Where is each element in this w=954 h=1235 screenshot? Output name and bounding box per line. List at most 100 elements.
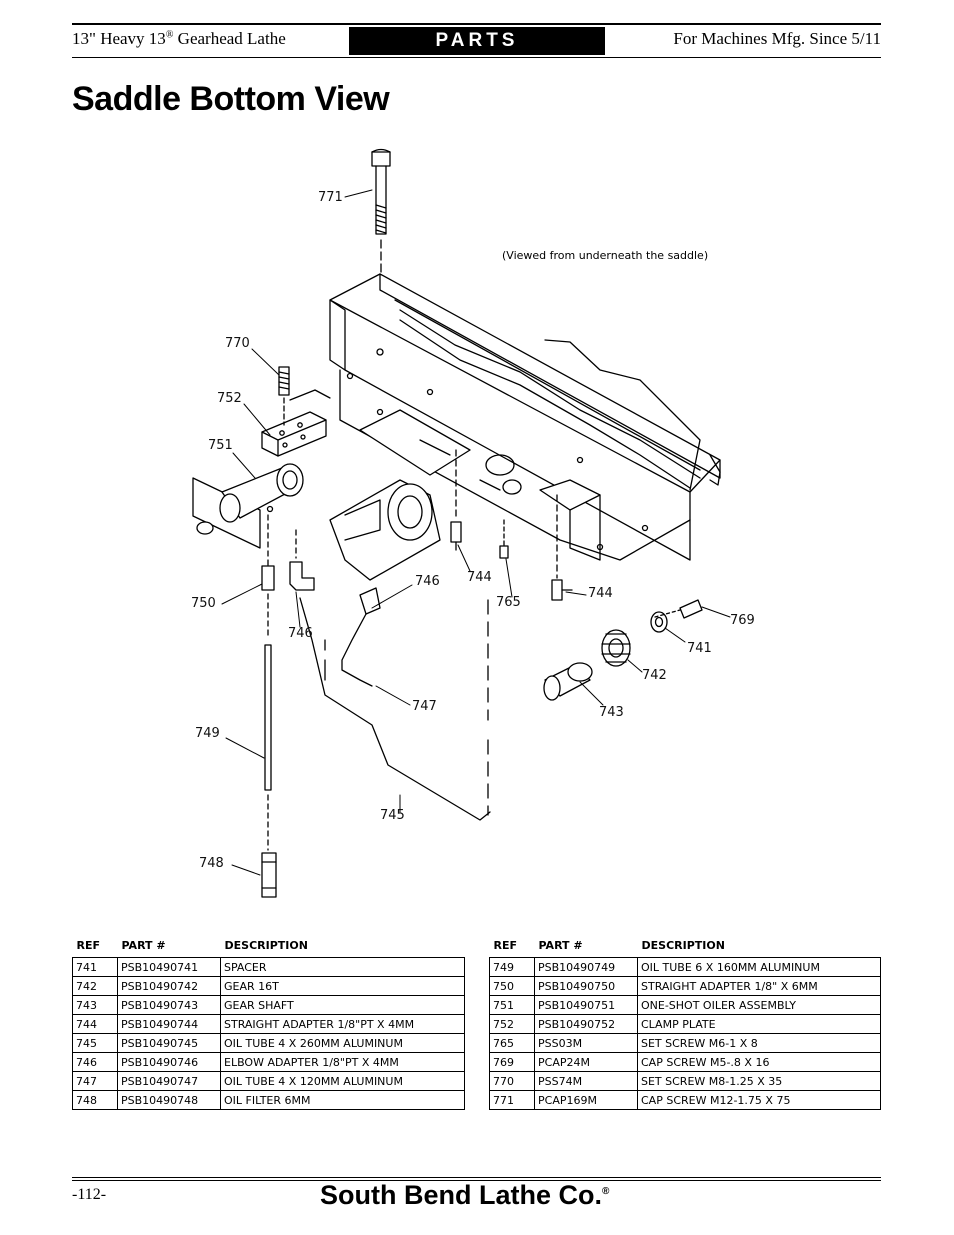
oil-tube-745	[299, 597, 491, 821]
description-cell: STRAIGHT ADAPTER 1/8" X 6MM	[637, 976, 881, 996]
callout-750: 750	[191, 596, 216, 611]
saddle-body	[329, 273, 721, 561]
description-cell: CAP SCREW M5-.8 X 16	[637, 1052, 881, 1072]
ref-cell: 747	[72, 1071, 118, 1091]
part-number-cell: PSS74M	[534, 1071, 638, 1091]
ref-cell: 769	[489, 1052, 535, 1072]
part-number-cell: PSS03M	[534, 1033, 638, 1053]
part-number-cell: PSB10490746	[117, 1052, 221, 1072]
parts-table-header: REF PART # DESCRIPTION	[73, 936, 465, 958]
callout-748: 748	[199, 856, 224, 871]
ref-cell: 748	[72, 1090, 118, 1110]
part-number-cell: PSB10490742	[117, 976, 221, 996]
col-ref-header: REF	[76, 938, 101, 952]
callout-744-left: 744	[467, 570, 492, 585]
description-cell: OIL FILTER 6MM	[220, 1090, 465, 1110]
callout-leaders	[221, 189, 731, 876]
gear-housing	[329, 479, 441, 581]
description-cell: ELBOW ADAPTER 1/8"PT X 4MM	[220, 1052, 465, 1072]
ref-cell: 750	[489, 976, 535, 996]
ref-cell: 749	[489, 957, 535, 977]
ref-cell: 770	[489, 1071, 535, 1091]
header-rule-bottom	[72, 57, 881, 58]
description-cell: SPACER	[220, 957, 465, 977]
description-cell: CLAMP PLATE	[637, 1014, 881, 1034]
callout-770: 770	[225, 336, 250, 351]
page-title: Saddle Bottom View	[72, 80, 390, 118]
callout-771: 771	[318, 190, 343, 205]
callout-746-left: 746	[288, 626, 313, 641]
description-cell: SET SCREW M8-1.25 X 35	[637, 1071, 881, 1091]
col-ref-header: REF	[493, 938, 518, 952]
set-screw-765	[499, 519, 509, 559]
ref-cell: 741	[72, 957, 118, 977]
ref-cell: 745	[72, 1033, 118, 1053]
description-cell: OIL TUBE 6 X 160MM ALUMINUM	[637, 957, 881, 977]
brand-logo: South Bend Lathe Co.®	[320, 1180, 610, 1210]
page-number: -112-	[72, 1186, 107, 1203]
col-desc-header: DESCRIPTION	[641, 938, 725, 952]
gear-train	[543, 599, 703, 701]
adapters-744	[450, 449, 573, 601]
ref-cell: 771	[489, 1090, 535, 1110]
diagram-drawing	[192, 148, 731, 898]
part-number-cell: PSB10490749	[534, 957, 638, 977]
part-number-cell: PSB10490741	[117, 957, 221, 977]
callout-745: 745	[380, 808, 405, 823]
diagram-view-note: (Viewed from underneath the saddle)	[502, 249, 709, 262]
callout-747: 747	[412, 699, 437, 714]
exploded-parts-diagram: (Viewed from underneath the saddle) 771 …	[191, 148, 755, 898]
col-part-header: PART #	[538, 938, 583, 952]
callout-746-right: 746	[415, 574, 440, 589]
part-number-cell: PSB10490750	[534, 976, 638, 996]
ref-cell: 744	[72, 1014, 118, 1034]
callout-743: 743	[599, 705, 624, 720]
ref-cell: 765	[489, 1033, 535, 1053]
description-cell: OIL TUBE 4 X 260MM ALUMINUM	[220, 1033, 465, 1053]
footer-rule-top	[72, 1177, 881, 1178]
ref-cell: 742	[72, 976, 118, 996]
col-part-header: PART #	[121, 938, 166, 952]
part-number-cell: PCAP24M	[534, 1052, 638, 1072]
part-number-cell: PSB10490747	[117, 1071, 221, 1091]
ref-cell: 746	[72, 1052, 118, 1072]
description-cell: ONE-SHOT OILER ASSEMBLY	[637, 995, 881, 1015]
ref-cell: 743	[72, 995, 118, 1015]
cap-screw-771	[371, 148, 391, 276]
oil-line-749	[261, 514, 277, 898]
callout-769: 769	[730, 613, 755, 628]
description-cell: GEAR 16T	[220, 976, 465, 996]
callout-741: 741	[687, 641, 712, 656]
parts-table-header: REF PART # DESCRIPTION	[490, 936, 881, 958]
header-mfg-date: For Machines Mfg. Since 5/11	[673, 29, 881, 48]
header-section-badge: PARTS	[349, 27, 605, 55]
callout-742: 742	[642, 668, 667, 683]
callout-744-right: 744	[588, 586, 613, 601]
description-cell: OIL TUBE 4 X 120MM ALUMINUM	[220, 1071, 465, 1091]
part-number-cell: PSB10490748	[117, 1090, 221, 1110]
header-rule-top	[72, 23, 881, 25]
description-cell: SET SCREW M6-1 X 8	[637, 1033, 881, 1053]
description-cell: STRAIGHT ADAPTER 1/8"PT X 4MM	[220, 1014, 465, 1034]
callout-765: 765	[496, 595, 521, 610]
part-number-cell: PSB10490743	[117, 995, 221, 1015]
col-desc-header: DESCRIPTION	[224, 938, 308, 952]
callout-752: 752	[217, 391, 242, 406]
callout-751: 751	[208, 438, 233, 453]
part-number-cell: PSB10490752	[534, 1014, 638, 1034]
clamp-plate-752	[261, 389, 331, 457]
part-number-cell: PCAP169M	[534, 1090, 638, 1110]
